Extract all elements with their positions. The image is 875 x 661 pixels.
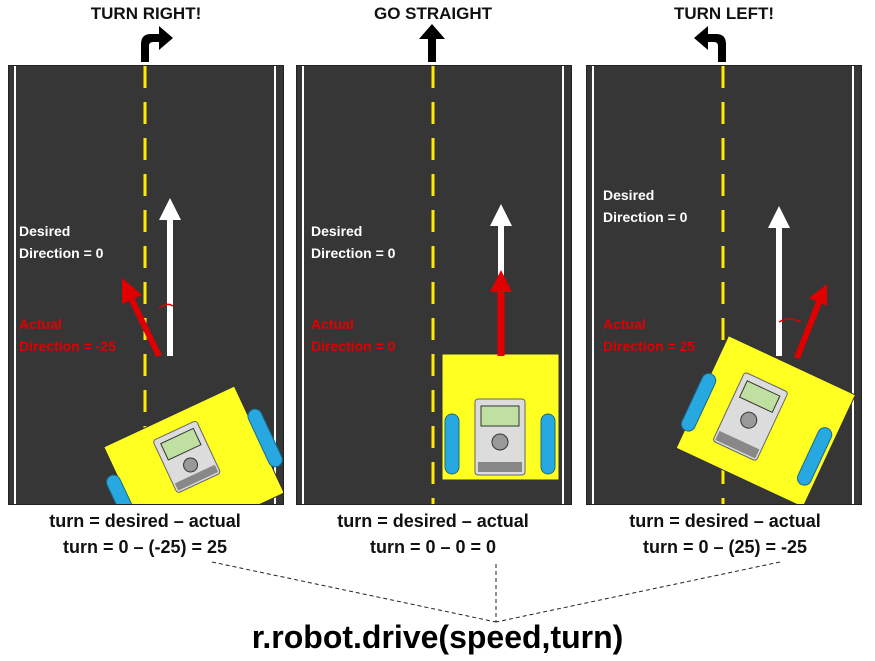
robot-right-wheel <box>540 413 556 475</box>
desired-direction-arrow-head <box>490 204 512 226</box>
turn-right-arrow-icon <box>141 26 173 62</box>
formula-turn-left: turn = desired – actual turn = 0 – (25) … <box>588 508 862 560</box>
formula-line-2: turn = 0 – (25) = -25 <box>642 537 808 557</box>
panel-title-turn-left: TURN LEFT! <box>673 4 775 23</box>
formula-line-2: turn = 0 – 0 = 0 <box>369 537 497 557</box>
desired-direction-arrow-head <box>159 198 181 220</box>
ev3-brick-icon <box>153 420 221 493</box>
formula-line-1: turn = desired – actual <box>629 511 821 531</box>
straight-arrow-icon <box>419 24 445 62</box>
robot-left-wheel <box>444 413 460 475</box>
panel-title-turn-right: TURN RIGHT! <box>90 4 202 23</box>
formula-line-1: turn = desired – actual <box>49 511 241 531</box>
formula-turn-right: turn = desired – actual turn = 0 – (-25)… <box>8 508 282 560</box>
robot-left-wheel <box>680 373 717 432</box>
angle-arc <box>778 318 802 323</box>
robot-right-wheel <box>796 427 833 486</box>
angle-arc <box>158 303 174 309</box>
robot-left-wheel <box>106 474 142 504</box>
actual-direction-arrow-shaft <box>127 294 162 358</box>
turn-left-arrow-icon <box>694 26 726 62</box>
desired-direction-arrow-head <box>768 206 790 228</box>
actual-direction-arrow-shaft <box>794 300 822 360</box>
ev3-brick-icon <box>474 398 526 476</box>
actual-direction-arrow-head <box>809 284 827 306</box>
formula-go-straight: turn = desired – actual turn = 0 – 0 = 0 <box>296 508 570 560</box>
ev3-brick-icon <box>713 372 788 461</box>
actual-direction-arrow-head <box>122 278 142 304</box>
robot-right-wheel <box>247 408 283 468</box>
actual-direction-arrow-head <box>490 270 512 292</box>
formula-line-2: turn = 0 – (-25) = 25 <box>62 537 228 557</box>
robot-drive-call: r.robot.drive(speed,turn) <box>251 619 624 655</box>
panel-title-go-straight: GO STRAIGHT <box>373 4 493 23</box>
formula-line-1: turn = desired – actual <box>337 511 529 531</box>
